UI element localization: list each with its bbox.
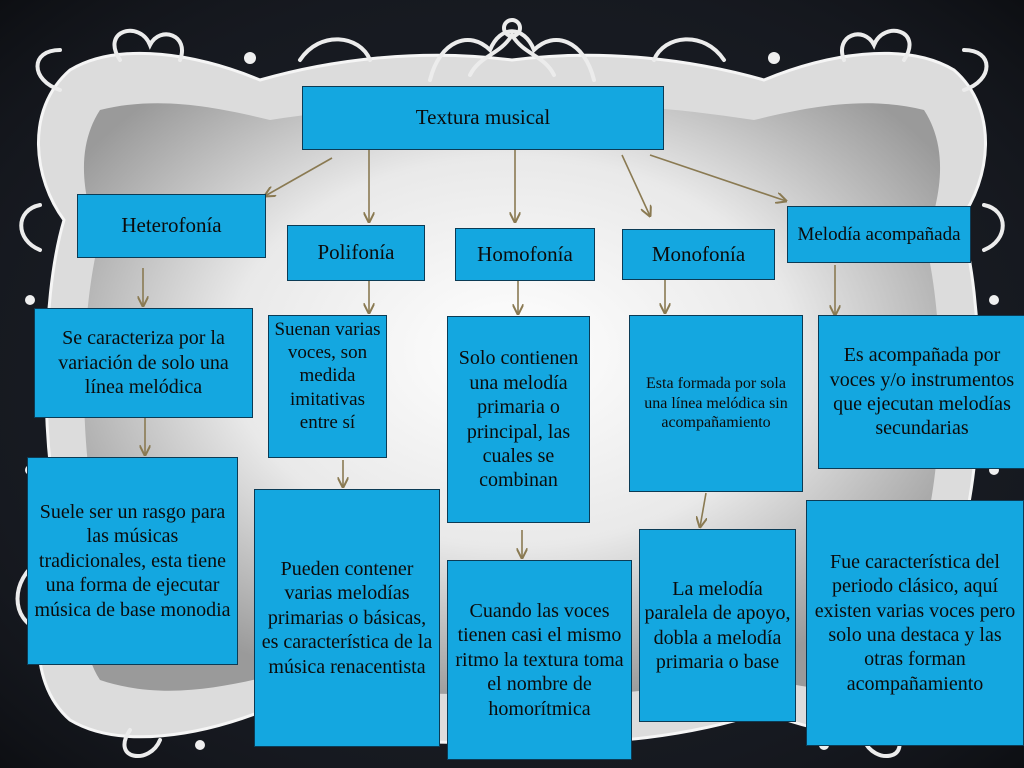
type-node-label: Homofonía [477, 241, 573, 266]
desc-node-text: Solo contienen una melodía primaria o pr… [458, 347, 579, 492]
desc-node-text: La melodía paralela de apoyo, dobla a me… [644, 577, 791, 673]
desc-node-text: Cuando las voces tienen casi el mismo ri… [455, 600, 624, 720]
desc-node-homofonia-1: Solo contienen una melodía primaria o pr… [447, 316, 590, 523]
desc-node-homofonia-2: Cuando las voces tienen casi el mismo ri… [447, 560, 632, 760]
desc-node-polifonia-1: Suenan varias voces, son medida imitativ… [268, 315, 387, 458]
desc-node-text: Suele ser un rasgo para las músicas trad… [34, 501, 231, 621]
type-node-heterofonia: Heterofonía [77, 194, 266, 258]
type-node-label: Melodía acompañada [797, 223, 961, 245]
desc-node-text: Se caracteriza por la variación de solo … [58, 327, 229, 399]
desc-node-monofonia-2: La melodía paralela de apoyo, dobla a me… [639, 529, 796, 722]
desc-node-polifonia-2: Pueden contener varias melodías primaria… [254, 489, 440, 747]
type-node-label: Heterofonía [121, 213, 222, 238]
type-node-melodia-acompanada: Melodía acompañada [787, 206, 971, 263]
desc-node-text: Suenan varias voces, son medida imitativ… [274, 319, 381, 433]
type-node-label: Polifonía [317, 240, 395, 265]
type-node-polifonia: Polifonía [287, 225, 425, 281]
desc-node-heterofonia-2: Suele ser un rasgo para las músicas trad… [27, 457, 238, 665]
desc-node-text: Es acompañada por voces y/o instrumentos… [829, 344, 1015, 440]
type-node-label: Monofonía [651, 241, 746, 266]
desc-node-text: Pueden contener varias melodías primaria… [261, 558, 433, 678]
desc-node-text: Fue característica del periodo clásico, … [814, 550, 1016, 695]
desc-node-melodia-acompanada-1: Es acompañada por voces y/o instrumentos… [818, 315, 1024, 469]
desc-node-monofonia-1: Esta formada por sola una línea melódica… [629, 315, 803, 492]
desc-node-text: Esta formada por sola una línea melódica… [644, 375, 788, 432]
root-node-label: Textura musical [415, 105, 551, 130]
root-node-textura-musical: Textura musical [302, 86, 664, 150]
type-node-monofonia: Monofonía [622, 229, 775, 280]
type-node-homofonia: Homofonía [455, 228, 595, 281]
desc-node-heterofonia-1: Se caracteriza por la variación de solo … [34, 308, 253, 418]
desc-node-melodia-acompanada-2: Fue característica del periodo clásico, … [806, 500, 1024, 746]
